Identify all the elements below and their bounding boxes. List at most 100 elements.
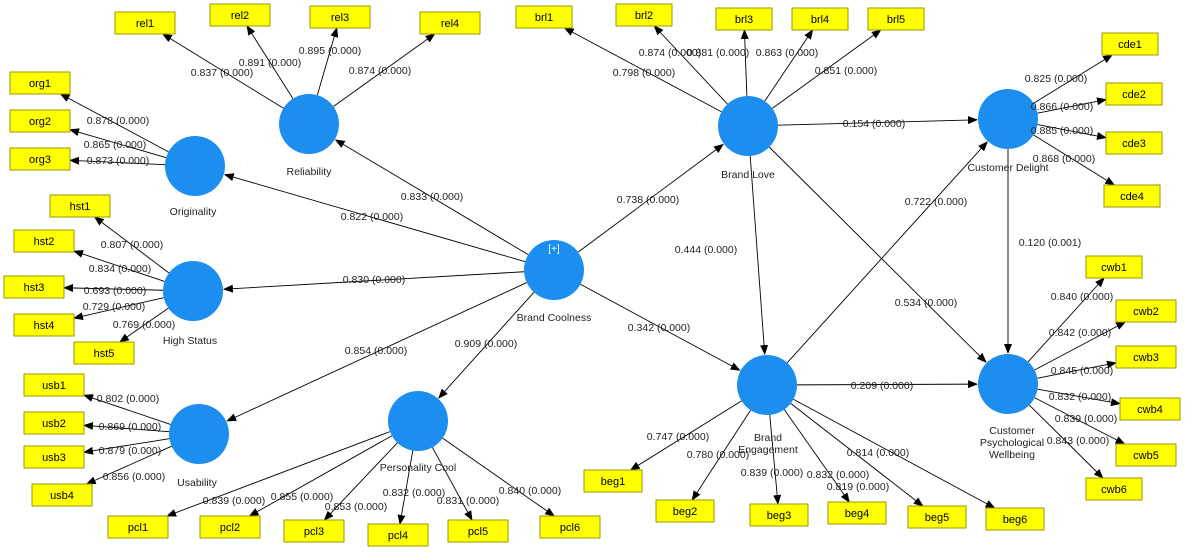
indicator-label: rel4 <box>441 18 459 30</box>
loading-arrow-usb1 <box>83 394 171 425</box>
loading-arrow-cde1 <box>1033 54 1113 104</box>
indicator-box-cwb5[interactable]: cwb5 <box>1115 443 1177 467</box>
loading-value-label: 0.802 (0.000) <box>97 393 159 405</box>
construct-name: Customer Delight <box>967 162 1048 174</box>
indicator-label: beg6 <box>1003 514 1027 526</box>
indicator-label: pcl2 <box>220 522 240 534</box>
path-arrow-bc-pcl <box>438 291 535 399</box>
loading-arrow-pcl4 <box>397 450 414 525</box>
loading-value-label: 0.837 (0.000) <box>191 67 253 79</box>
loading-value-label: 0.845 (0.000) <box>1051 365 1113 377</box>
expand-badge[interactable]: [+] <box>548 244 560 255</box>
indicator-box-beg4[interactable]: beg4 <box>827 501 887 525</box>
construct-node-usb[interactable] <box>169 404 229 464</box>
construct-node-rel[interactable] <box>279 94 339 154</box>
path-coefficient-label: 0.854 (0.000) <box>345 345 407 357</box>
indicator-box-cwb2[interactable]: cwb2 <box>1115 299 1177 323</box>
indicator-label: rel3 <box>331 12 349 24</box>
indicator-box-rel4[interactable]: rel4 <box>419 11 481 35</box>
indicator-box-rel3[interactable]: rel3 <box>309 5 371 29</box>
indicator-box-cde1[interactable]: cde1 <box>1101 32 1159 56</box>
indicator-box-brl2[interactable]: brl2 <box>615 3 673 27</box>
indicator-box-cde2[interactable]: cde2 <box>1105 82 1163 106</box>
indicator-label: brl1 <box>535 12 553 24</box>
indicator-box-cde4[interactable]: cde4 <box>1103 184 1161 208</box>
construct-node-hst[interactable] <box>163 261 223 321</box>
construct-name: Usability <box>177 477 217 489</box>
indicator-box-beg5[interactable]: beg5 <box>907 505 967 529</box>
indicator-box-org1[interactable]: org1 <box>9 71 71 95</box>
loading-arrow-cwb4 <box>1037 388 1121 407</box>
construct-name: Originality <box>170 206 217 218</box>
loading-value-label: 0.891 (0.000) <box>239 57 301 69</box>
loading-arrow-brl5 <box>772 29 882 109</box>
indicator-box-beg3[interactable]: beg3 <box>749 503 809 527</box>
indicator-box-pcl4[interactable]: pcl4 <box>367 523 429 547</box>
indicator-box-cwb3[interactable]: cwb3 <box>1115 345 1177 369</box>
indicator-box-cde3[interactable]: cde3 <box>1105 131 1163 155</box>
indicator-box-usb1[interactable]: usb1 <box>23 373 85 397</box>
indicator-box-pcl5[interactable]: pcl5 <box>447 519 509 543</box>
construct-node-bc[interactable]: [+] <box>524 240 584 300</box>
indicator-box-hst3[interactable]: hst3 <box>3 275 65 299</box>
path-coefficient-label: 0.722 (0.000) <box>905 196 967 208</box>
construct-node-org[interactable] <box>165 136 225 196</box>
indicator-box-brl1[interactable]: brl1 <box>515 5 573 29</box>
indicator-box-usb2[interactable]: usb2 <box>23 411 85 435</box>
indicator-box-usb4[interactable]: usb4 <box>31 483 93 507</box>
indicator-box-rel2[interactable]: rel2 <box>209 3 271 27</box>
indicator-label: brl5 <box>887 14 905 26</box>
loading-value-label: 0.855 (0.000) <box>271 491 333 503</box>
indicator-label: usb3 <box>42 452 66 464</box>
indicator-box-org3[interactable]: org3 <box>9 147 71 171</box>
indicator-box-pcl1[interactable]: pcl1 <box>107 515 169 539</box>
indicator-box-brl5[interactable]: brl5 <box>867 7 925 31</box>
indicator-label: usb1 <box>42 380 66 392</box>
construct-node-pcl[interactable] <box>388 391 448 451</box>
indicator-box-pcl3[interactable]: pcl3 <box>283 519 345 543</box>
indicator-box-hst4[interactable]: hst4 <box>13 313 75 337</box>
indicator-label: hst5 <box>94 348 115 360</box>
indicator-box-hst2[interactable]: hst2 <box>13 229 75 253</box>
construct-node-bl[interactable] <box>718 96 778 156</box>
indicator-box-pcl6[interactable]: pcl6 <box>539 515 601 539</box>
indicator-box-cwb1[interactable]: cwb1 <box>1085 255 1143 279</box>
indicator-box-rel1[interactable]: rel1 <box>114 11 176 35</box>
indicator-box-cwb4[interactable]: cwb4 <box>1119 397 1181 421</box>
indicator-box-brl4[interactable]: brl4 <box>791 7 849 31</box>
indicator-box-cwb6[interactable]: cwb6 <box>1085 477 1143 501</box>
loading-value-label: 0.842 (0.000) <box>1049 327 1111 339</box>
construct-node-be[interactable] <box>737 355 797 415</box>
construct-node-cd[interactable] <box>978 89 1038 149</box>
indicator-label: beg3 <box>767 510 791 522</box>
loading-value-label: 0.780 (0.000) <box>687 449 749 461</box>
indicator-box-beg6[interactable]: beg6 <box>985 507 1045 531</box>
indicator-box-hst5[interactable]: hst5 <box>73 341 135 365</box>
indicator-box-pcl2[interactable]: pcl2 <box>199 515 261 539</box>
loading-arrow-beg3 <box>769 414 782 505</box>
loading-arrow-hst3 <box>63 283 164 292</box>
loading-value-label: 0.832 (0.000) <box>1049 391 1111 403</box>
indicator-label: beg1 <box>601 476 625 488</box>
construct-node-cpw[interactable] <box>978 354 1038 414</box>
loading-value-label: 0.874 (0.000) <box>349 65 411 77</box>
indicator-box-beg1[interactable]: beg1 <box>583 469 643 493</box>
indicator-box-org2[interactable]: org2 <box>9 109 71 133</box>
path-coefficient-label: 0.909 (0.000) <box>455 338 517 350</box>
indicator-box-usb3[interactable]: usb3 <box>23 445 85 469</box>
construct-name: Psychological <box>980 437 1044 449</box>
loading-value-label: 0.807 (0.000) <box>101 239 163 251</box>
path-coefficient-label: 0.833 (0.000) <box>401 191 463 203</box>
indicator-label: cde4 <box>1120 191 1144 203</box>
indicator-box-beg2[interactable]: beg2 <box>655 499 715 523</box>
indicator-box-brl3[interactable]: brl3 <box>715 7 773 31</box>
indicator-box-hst1[interactable]: hst1 <box>49 194 111 218</box>
path-coefficient-label: 0.822 (0.000) <box>341 211 403 223</box>
loading-arrow-rel4 <box>333 33 436 107</box>
loading-arrow-rel1 <box>162 33 284 109</box>
indicator-label: pcl1 <box>128 522 148 534</box>
loading-arrow-cwb3 <box>1037 360 1117 379</box>
indicator-label: org1 <box>29 78 51 90</box>
loading-value-label: 0.879 (0.000) <box>99 445 161 457</box>
indicator-label: org2 <box>29 116 51 128</box>
